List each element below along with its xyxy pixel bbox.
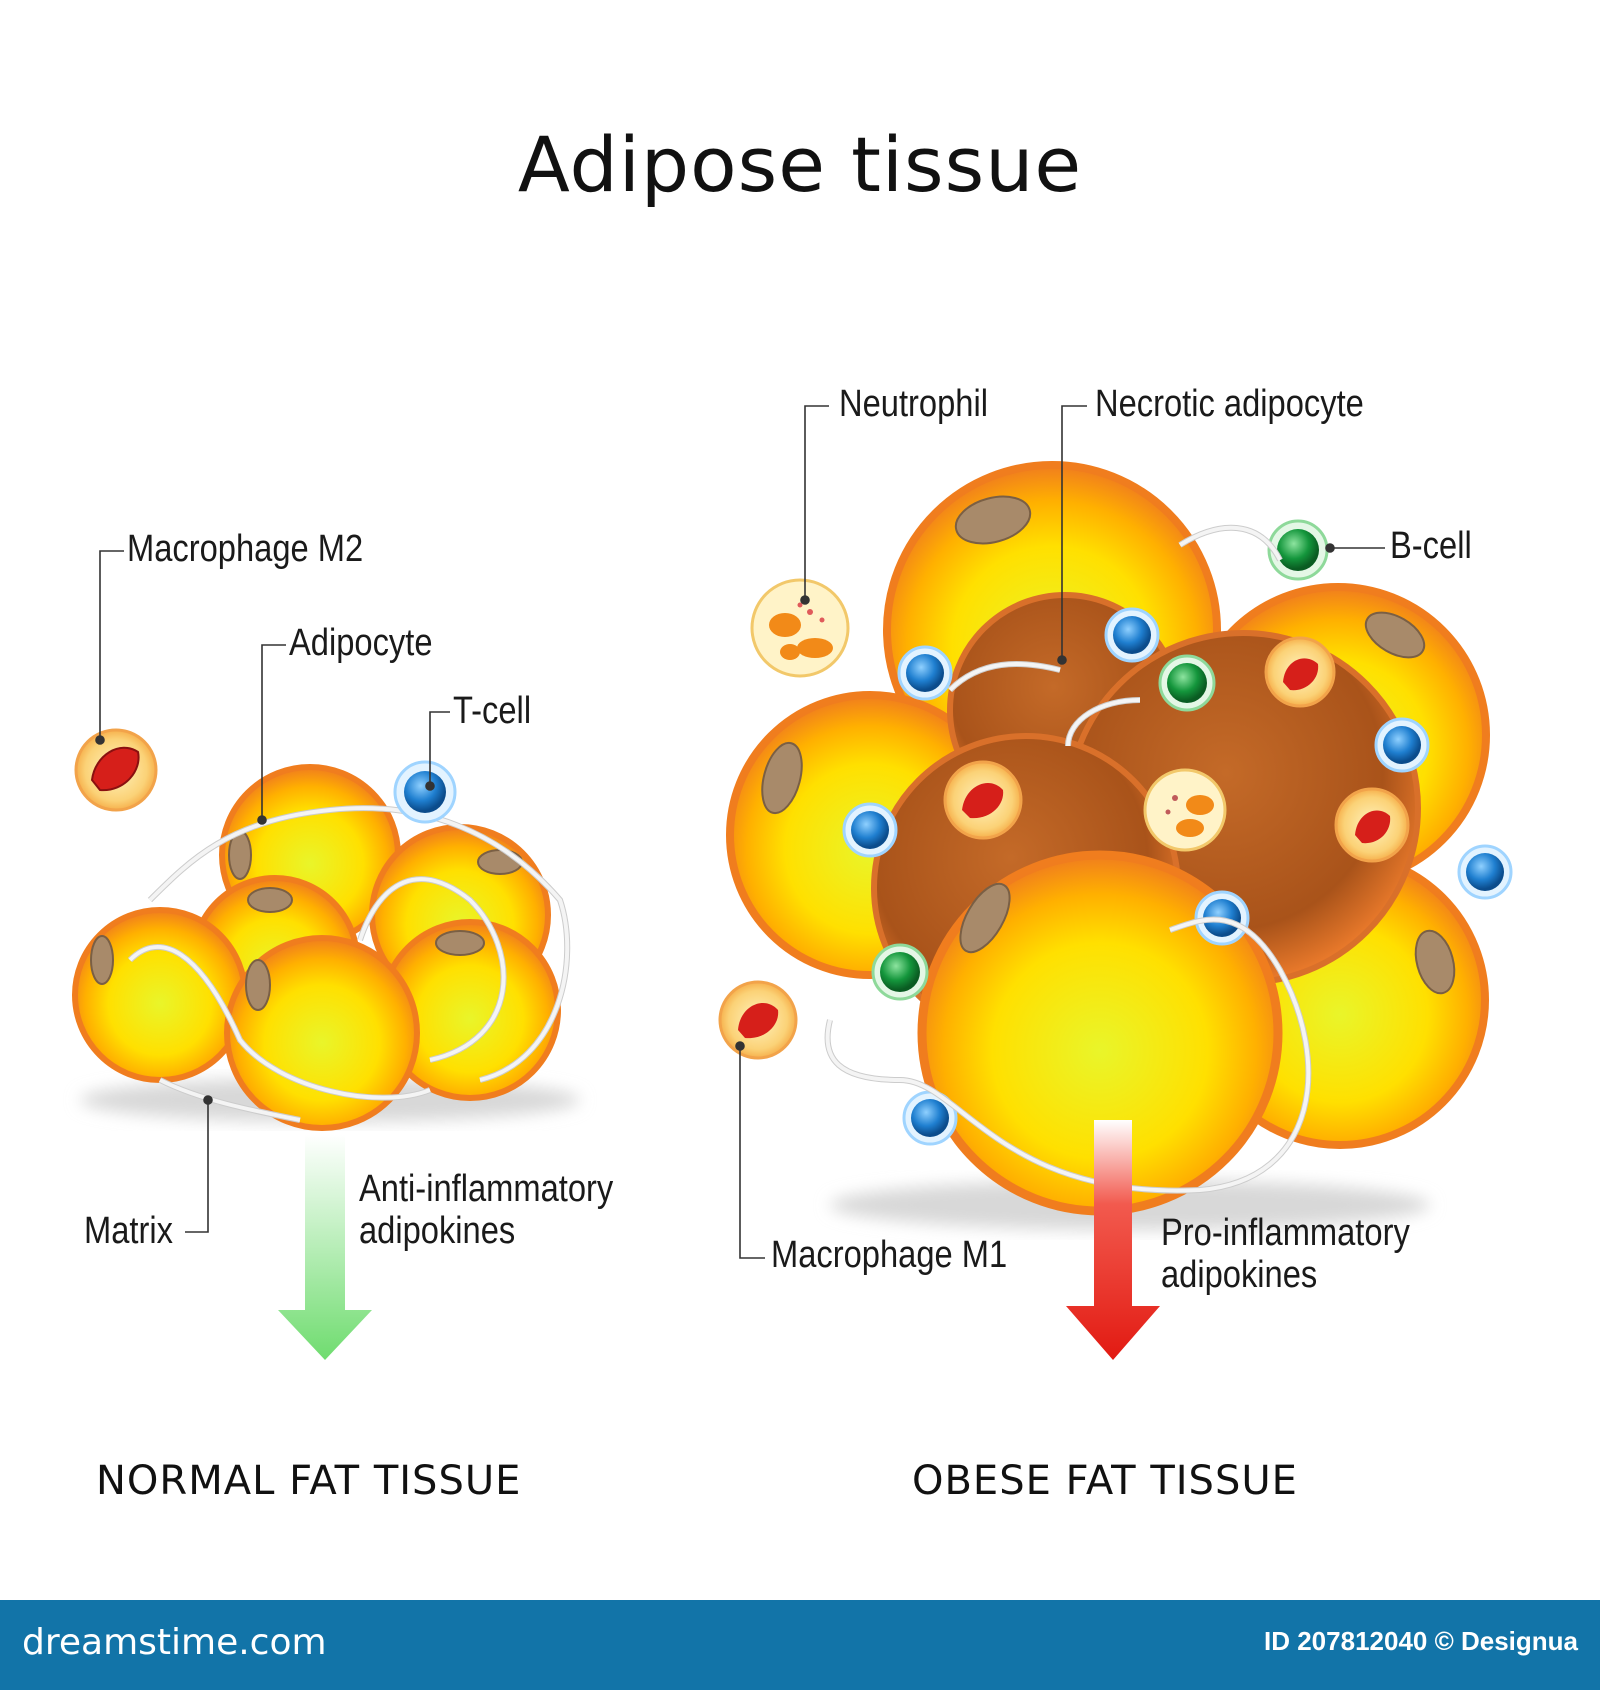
macrophage-m1-cell	[718, 980, 798, 1060]
b-cell	[1267, 519, 1329, 581]
label-pro-inflammatory-adipokines: Pro-inflammatory adipokines	[1161, 1212, 1410, 1296]
label-b-cell: B-cell	[1390, 525, 1472, 567]
label-anti-inflammatory-adipokines: Anti-inflammatory adipokines	[359, 1168, 613, 1252]
macrophage-m1-cell	[1264, 636, 1336, 708]
adipocyte	[379, 919, 561, 1101]
label-anti-inflammatory-line2: adipokines	[359, 1210, 516, 1252]
label-pro-inflammatory-line2: adipokines	[1161, 1254, 1318, 1296]
label-necrotic-adipocyte: Necrotic adipocyte	[1095, 383, 1364, 425]
t-cell	[1457, 844, 1513, 900]
anti-inflammatory-arrow	[278, 1135, 372, 1360]
label-t-cell: T-cell	[453, 690, 532, 732]
b-cell	[871, 943, 929, 1001]
t-cell	[1104, 607, 1160, 663]
label-pro-inflammatory-line1: Pro-inflammatory	[1161, 1212, 1410, 1254]
macrophage-m2-cell	[74, 728, 158, 812]
neutrophil-cell	[750, 578, 850, 678]
matrix-fibers	[127, 805, 571, 1123]
obese-leader-lines	[735, 405, 1385, 1259]
heading-obese-fat-tissue: OBESE FAT TISSUE	[912, 1458, 1298, 1504]
footer-bar: dreamstime.com ID 207812040 © Designua	[0, 1600, 1600, 1690]
label-macrophage-m2: Macrophage M2	[127, 528, 364, 570]
label-macrophage-m1: Macrophage M1	[771, 1234, 1008, 1276]
t-cell	[897, 645, 953, 701]
obese-tissue	[718, 405, 1513, 1360]
normal-tissue	[72, 550, 580, 1360]
t-cell	[1374, 717, 1430, 773]
macrophage-m1-cell	[1334, 787, 1410, 863]
t-cell	[393, 760, 457, 824]
adipocyte	[917, 850, 1283, 1216]
footer-logo[interactable]: dreamstime.com	[22, 1622, 327, 1663]
heading-normal-fat-tissue: NORMAL FAT TISSUE	[96, 1458, 522, 1504]
b-cell	[1158, 654, 1216, 712]
t-cell	[842, 802, 898, 858]
page-title: Adipose tissue	[517, 120, 1083, 209]
normal-leader-lines	[95, 550, 450, 1233]
macrophage-m1-cell	[943, 760, 1023, 840]
footer-image-id: ID 207812040 © Designua	[1264, 1626, 1578, 1656]
pro-inflammatory-arrow	[1066, 1120, 1160, 1360]
label-adipocyte: Adipocyte	[289, 622, 433, 664]
label-anti-inflammatory-line1: Anti-inflammatory	[359, 1168, 614, 1210]
matrix-fibers	[824, 524, 1312, 1194]
label-matrix: Matrix	[84, 1210, 173, 1252]
label-neutrophil: Neutrophil	[839, 383, 988, 425]
neutrophil-cell	[1143, 768, 1227, 852]
adipocyte	[224, 935, 420, 1131]
